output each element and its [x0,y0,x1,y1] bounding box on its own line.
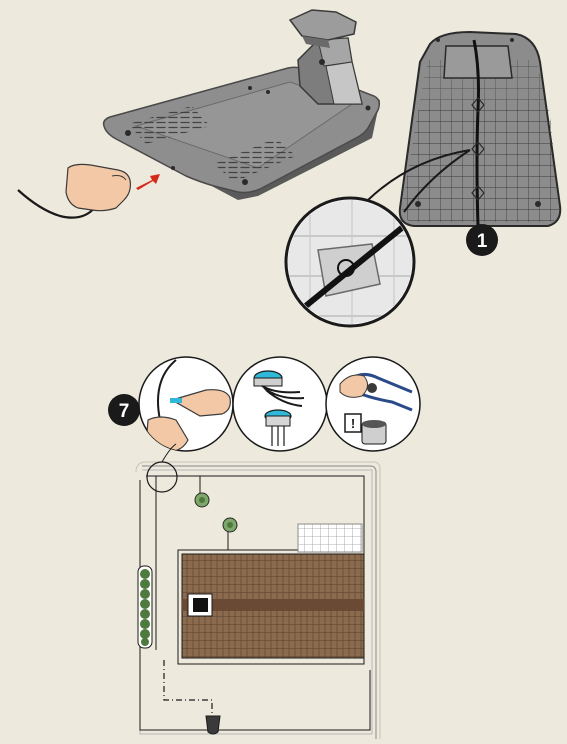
pliers-icon [326,357,420,451]
station-underside [400,32,560,226]
patio [298,524,362,552]
connector-icon [233,357,327,451]
wire-groove-detail [280,196,420,336]
step-seven-badge: 7 [108,394,140,426]
step-one-number: 1 [477,231,488,252]
connect-wire-detail [139,357,233,458]
tree-icon [223,518,237,532]
hand-icon [66,164,130,210]
charging-station-icon [104,10,380,200]
warning-symbol: ! [351,416,355,431]
garden-plan [136,444,380,739]
red-arrow-icon [136,174,160,190]
warning-icon: ! [345,414,361,432]
house-icon [182,554,364,658]
hedge-icon [138,566,152,648]
power-supply-icon [206,716,220,734]
step-seven-number: 7 [119,401,130,422]
step-one-badge: 1 [466,224,498,256]
tree-icon [195,493,209,507]
